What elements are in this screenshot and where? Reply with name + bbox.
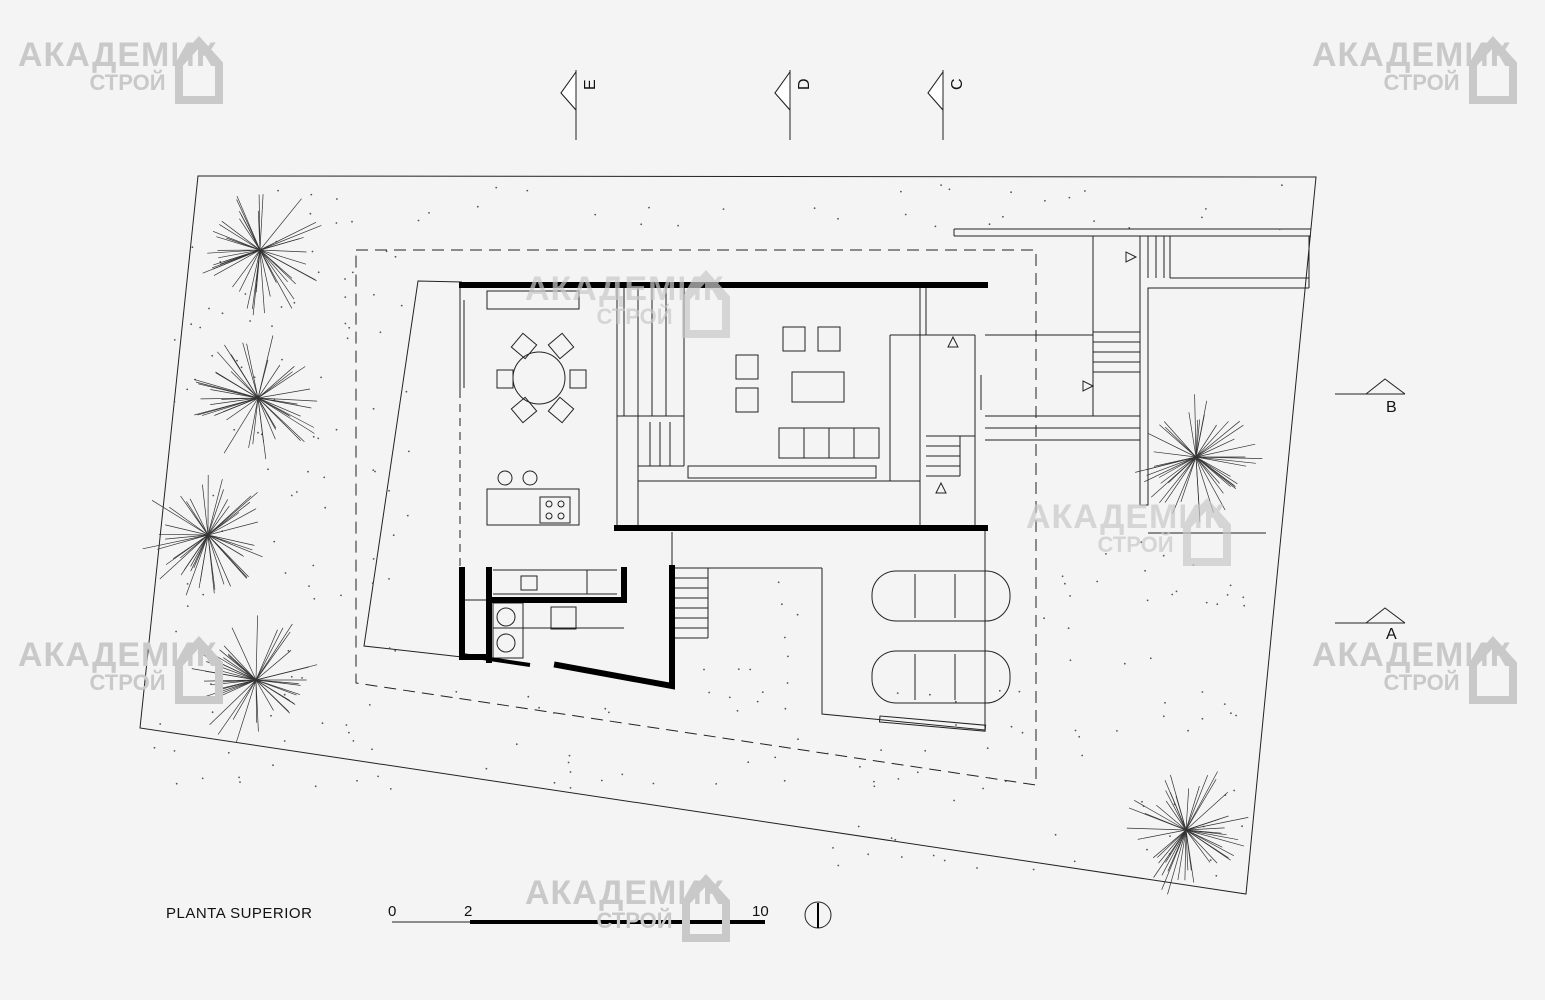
scale-label-0: 0 <box>388 903 397 920</box>
tree-symbol <box>1126 771 1249 895</box>
tree-symbol <box>1135 394 1263 523</box>
section-marker-b: B <box>1386 399 1397 416</box>
section-marker-c: C <box>949 78 966 90</box>
tree-symbol <box>142 474 263 596</box>
tree-symbol <box>193 335 318 460</box>
section-marker-a: A <box>1386 626 1397 643</box>
scale-label-10: 10 <box>752 903 769 920</box>
car-1 <box>871 570 1011 622</box>
section-marker-d: D <box>796 78 813 90</box>
tree-symbol <box>191 615 318 743</box>
house-west-edge <box>363 280 463 658</box>
site-boundary <box>139 175 1317 895</box>
setback-line <box>355 249 1037 786</box>
section-marker-e: E <box>582 79 599 90</box>
scale-label-2: 2 <box>464 903 473 920</box>
tree-symbol <box>202 194 322 316</box>
drawing-title: PLANTA SUPERIOR <box>166 905 313 922</box>
car-2 <box>871 650 1011 704</box>
